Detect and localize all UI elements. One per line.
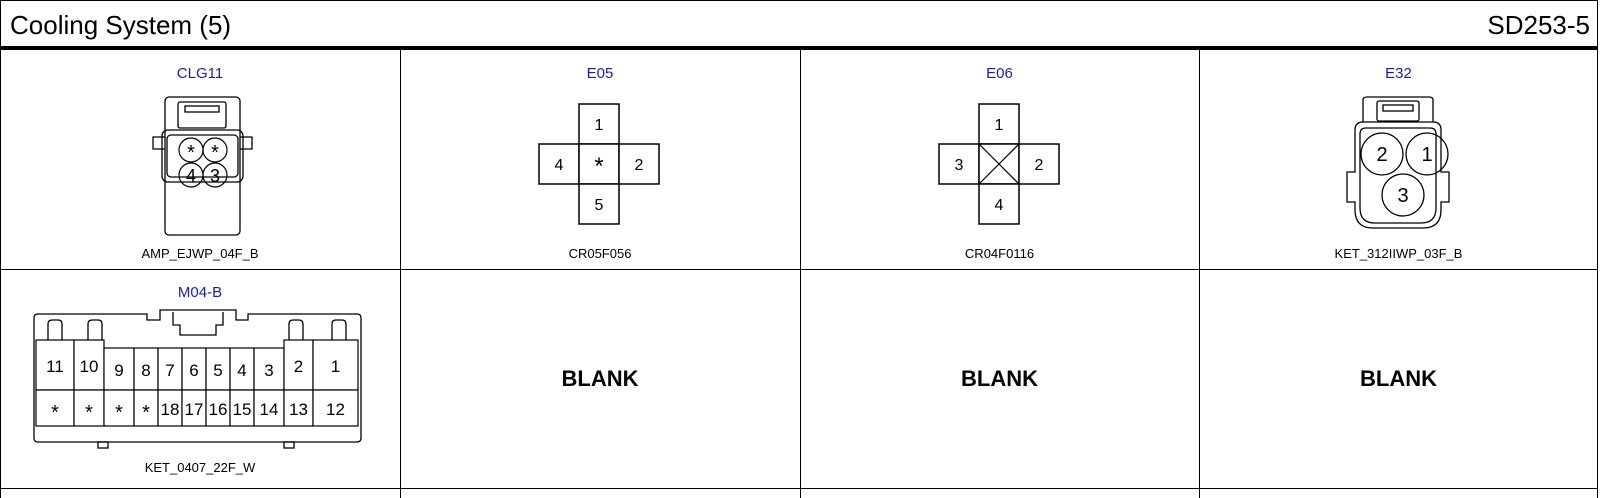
pin-label: 16 <box>209 400 228 419</box>
pin-label: 4 <box>237 361 246 380</box>
pin-cell <box>205 389 231 427</box>
pin-label: 3 <box>955 157 964 174</box>
pin-label: 5 <box>595 197 604 214</box>
blank-cell: BLANK <box>800 270 1199 488</box>
pin-label: 1 <box>1421 144 1432 166</box>
pin-label: 14 <box>260 400 279 419</box>
grid-divider <box>0 488 1598 489</box>
pin-label: 3 <box>264 361 273 380</box>
connector-part: KET_312IIWP_03F_B <box>1334 246 1463 261</box>
header-bar: Cooling System (5) SD253-5 <box>0 0 1598 50</box>
pin-cell <box>133 347 159 391</box>
page-code: SD253-5 <box>1487 10 1590 40</box>
pin-cell <box>157 347 183 391</box>
pin-label: 2 <box>635 157 644 174</box>
connector-id: CLG11 <box>176 65 224 82</box>
pin-label: * <box>115 402 123 424</box>
pin-label: 17 <box>185 400 204 419</box>
connector-e05-diagram: 1 4 * 2 5 <box>538 103 660 225</box>
pin-cell <box>133 389 159 427</box>
pin-label: 1 <box>995 117 1004 134</box>
blank-label: BLANK <box>961 366 1038 391</box>
connector-id: E06 <box>986 65 1013 82</box>
pin-label: 7 <box>165 361 174 380</box>
connector-part: CR04F0116 <box>964 246 1035 261</box>
connector-e32-diagram: 2 1 3 <box>1346 96 1450 229</box>
blank-cell: BLANK <box>1199 270 1598 488</box>
grid-divider <box>1199 50 1200 498</box>
pin-cell <box>312 389 359 427</box>
pin-label: 12 <box>326 400 345 419</box>
pin-label: 10 <box>80 357 99 376</box>
pin-label: * <box>187 142 195 164</box>
grid-divider <box>400 50 401 498</box>
page-title: Cooling System (5) <box>10 10 232 40</box>
pin-cavity <box>1381 173 1425 217</box>
connector-cell-e32: E32 2 1 3 KET_312IIWP_03F_B <box>1199 50 1598 269</box>
pin-cell <box>181 389 207 427</box>
pin-label: 3 <box>210 166 220 186</box>
pin-label: 13 <box>289 400 308 419</box>
pin-label: 11 <box>46 357 64 376</box>
connector-cell-clg11: CLG11 * * 4 3 AMP_EJWP_04F_B <box>0 50 400 269</box>
pin-label: 3 <box>1397 185 1408 207</box>
pin-cell <box>253 389 285 427</box>
connector-id: E05 <box>586 65 614 82</box>
pin-cell <box>157 389 183 427</box>
pin-cell <box>283 339 314 391</box>
pin-label: 4 <box>555 157 564 174</box>
pin-cell <box>73 389 105 427</box>
pin-label: * <box>85 402 93 424</box>
pin-cavity <box>1405 132 1449 176</box>
pin-label: 1 <box>595 117 604 134</box>
pin-label: 4 <box>186 166 196 186</box>
pin-label: 5 <box>213 361 222 380</box>
pin-label: * <box>211 142 219 164</box>
pin-cell <box>312 339 359 391</box>
pin-label: * <box>51 402 59 424</box>
blank-cell: BLANK <box>400 270 800 488</box>
blank-label: BLANK <box>561 366 639 391</box>
grid-divider <box>800 50 801 498</box>
pin-cell <box>103 389 135 427</box>
connector-part: KET_0407_22F_W <box>144 460 256 475</box>
pin-label: 1 <box>331 357 340 376</box>
connector-clg11-diagram: * * 4 3 <box>152 96 253 236</box>
connector-id: E32 <box>1385 65 1412 82</box>
connector-part: CR05F056 <box>568 246 632 261</box>
pin-label: 8 <box>141 361 150 380</box>
connector-id: M04-B <box>177 284 223 301</box>
pin-label: 9 <box>114 361 123 380</box>
connector-cell-e06: E06 1 3 2 4 CR04F0116 <box>800 50 1199 269</box>
pin-cell <box>35 339 75 391</box>
pin-cavity <box>1360 132 1404 176</box>
connector-part: AMP_EJWP_04F_B <box>141 246 259 261</box>
pin-label: * <box>142 402 150 424</box>
pin-label: 18 <box>161 400 180 419</box>
pin-label: 15 <box>233 400 252 419</box>
pin-cavity <box>202 162 228 188</box>
pin-cavity <box>202 137 228 163</box>
pin-label: 6 <box>189 361 198 380</box>
connector-e06-diagram: 1 3 2 4 <box>938 103 1060 225</box>
pin-label: * <box>594 153 603 180</box>
pin-label: 4 <box>995 197 1004 214</box>
connector-cell-e05: E05 1 4 * 2 5 CR05F056 <box>400 50 800 269</box>
pin-label: 2 <box>294 357 303 376</box>
blank-label: BLANK <box>1360 366 1437 391</box>
pin-label: 2 <box>1376 144 1387 166</box>
grid-divider <box>0 269 1598 270</box>
pin-label: 2 <box>1035 157 1044 174</box>
